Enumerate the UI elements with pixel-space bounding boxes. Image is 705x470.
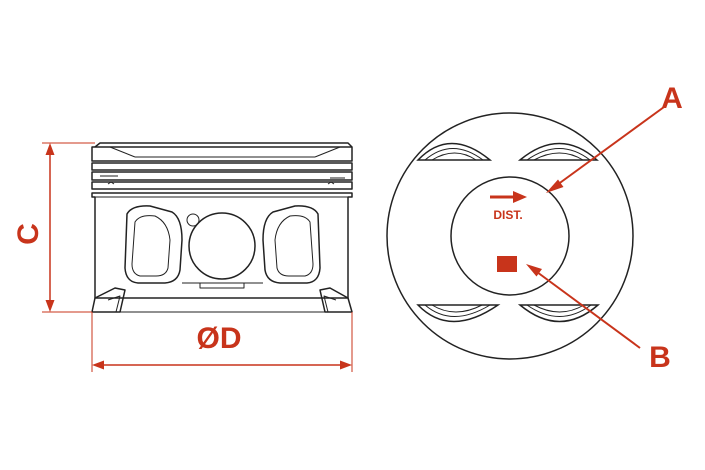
skirt-foot-inner-right — [323, 295, 337, 313]
pin-boss-window-left — [124, 205, 183, 284]
dimension-d — [91, 312, 353, 372]
ring-groove-1 — [91, 162, 353, 171]
callout-a-label: A — [661, 82, 683, 115]
pin-bore — [188, 212, 256, 280]
piston-bowl-circle — [450, 176, 570, 296]
pin-boss-window-right — [262, 205, 321, 284]
dim-c-arrow-bottom — [45, 300, 55, 312]
pin-boss-bridge — [182, 282, 263, 289]
callout-a-leader — [546, 106, 665, 193]
ring-groove-2 — [91, 171, 353, 181]
piston-top-land — [91, 146, 353, 162]
ring-notch-right — [327, 181, 335, 185]
valve-recess-top-right — [517, 142, 599, 161]
crown-chamfer-right — [314, 146, 341, 158]
ring-notch-left — [107, 181, 115, 185]
valve-recess-bottom-left — [416, 304, 501, 323]
dim-d-label: ØD — [197, 322, 242, 355]
dim-c-label: C — [12, 223, 45, 245]
ring-gap-1 — [100, 175, 345, 179]
ring-groove-3 — [91, 181, 353, 190]
direction-arrow-icon — [490, 191, 527, 203]
piston-side-view — [91, 142, 353, 313]
skirt-foot-left — [91, 287, 126, 313]
marking-square — [497, 256, 517, 272]
dim-d-arrow-right — [340, 360, 352, 370]
dimension-c — [42, 142, 95, 313]
skirt-foot-right — [319, 287, 353, 313]
callout-b-leader — [526, 264, 641, 349]
valve-recess-top-left — [416, 142, 493, 161]
piston-crown-top — [94, 142, 353, 148]
pin-boss-inner-left — [131, 215, 171, 277]
dim-d-arrow-left — [92, 360, 104, 370]
piston-outer-circle — [386, 112, 634, 360]
piston-top-view — [386, 112, 634, 360]
callout-b-label: B — [649, 341, 671, 374]
direction-mark-text: DIST. — [493, 208, 522, 222]
pin-bore-lock — [186, 213, 200, 227]
skirt-foot-inner-left — [107, 295, 121, 313]
crown-chamfer-left — [109, 146, 136, 158]
dim-c-arrow-top — [45, 143, 55, 155]
pin-boss-inner-right — [274, 215, 314, 277]
